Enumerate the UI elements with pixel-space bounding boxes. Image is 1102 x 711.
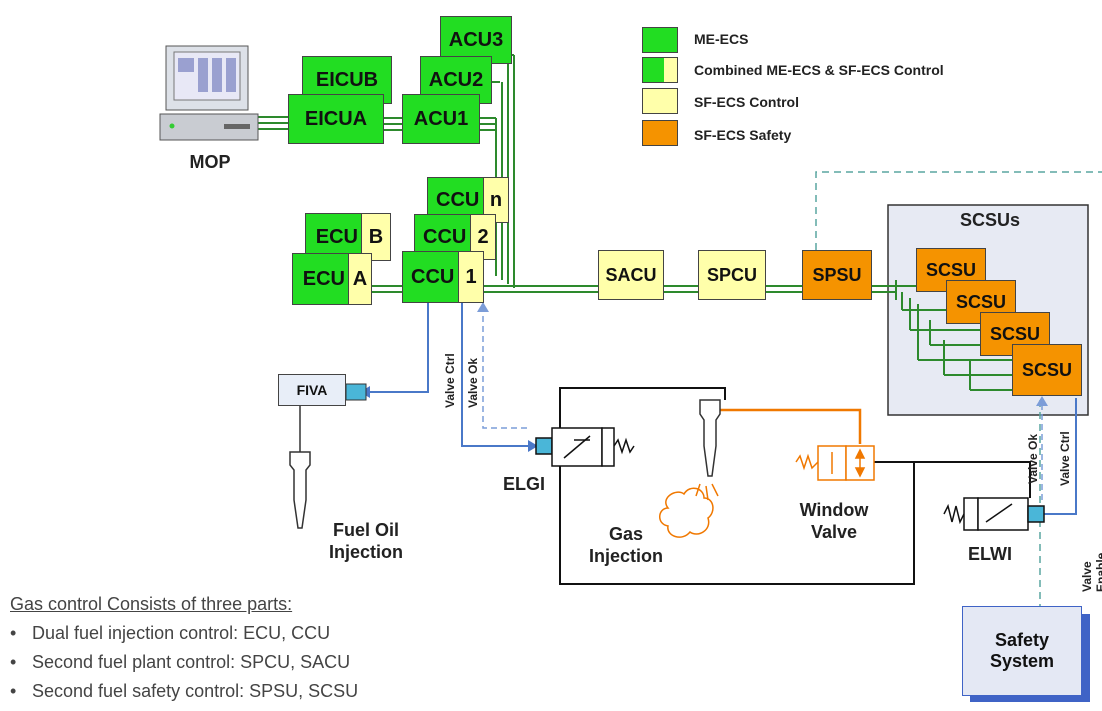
valve-enable-line1: Valve (1080, 561, 1094, 592)
notes-item: Second fuel safety control: SPSU, SCSU (10, 681, 358, 702)
safety-system-box: Safety System (962, 606, 1082, 696)
fuel-oil-line1: Fuel Oil (332, 520, 399, 540)
ecu-a-suffix: A (348, 253, 372, 305)
fiva-box: FIVA (278, 374, 346, 406)
ccu1-suffix: 1 (458, 251, 484, 303)
valve-ok-left: Valve Ok (466, 357, 480, 408)
valve-enable-line2: Enable (1094, 552, 1102, 592)
spcu-box: SPCU (698, 250, 766, 300)
legend-swatch-sf-ecs-control (642, 88, 678, 114)
acu3-box: ACU3 (440, 16, 512, 64)
ccu2-label: CCU (423, 225, 467, 248)
elwi-label: ELWI (968, 544, 1012, 564)
valve-ctrl-left: Valve Ctrl (443, 353, 457, 408)
ccun-label: CCU (436, 188, 480, 211)
window-line2: Valve (810, 521, 858, 542)
notes-block: Gas control Consists of three parts: Dua… (10, 594, 358, 710)
safety-system-line2: System (989, 651, 1055, 671)
gas-injection-label: Gas Injection (576, 524, 676, 567)
scsus-title: SCSUs (959, 210, 1021, 230)
valve-enable-label: Valve Enable (1080, 553, 1102, 592)
eicua-box: EICUA (288, 94, 384, 144)
valve-ok-right: Valve Ok (1026, 433, 1040, 484)
fuel-oil-label: Fuel Oil Injection (318, 520, 414, 563)
ccu1-label: CCU (411, 265, 455, 288)
window-line1: Window (799, 500, 869, 520)
scsu-box-4: SCSU (1012, 344, 1082, 396)
legend-swatch-me-ecs (642, 27, 678, 53)
legend-label-sf-ecs-safety: SF-ECS Safety (694, 127, 792, 143)
mop-computer-icon (159, 45, 259, 141)
acu1-box: ACU1 (402, 94, 480, 144)
elgi-label: ELGI (502, 474, 545, 494)
legend-label-me-ecs: ME-ECS (694, 31, 749, 47)
notes-item: Second fuel plant control: SPCU, SACU (10, 652, 358, 673)
sacu-box: SACU (598, 250, 664, 300)
valve-ctrl-right: Valve Ctrl (1058, 431, 1072, 486)
spsu-box: SPSU (802, 250, 872, 300)
window-valve-label: Window Valve (784, 500, 884, 543)
legend-label-sf-ecs-control: SF-ECS Control (694, 94, 799, 110)
fuel-oil-line2: Injection (328, 541, 403, 562)
safety-system-line1: Safety (994, 630, 1050, 650)
mop-label: MOP (189, 152, 231, 172)
gas-line1: Gas (608, 524, 644, 544)
legend-swatch-combined (642, 57, 678, 83)
legend-swatch-sf-ecs-safety (642, 120, 678, 146)
ecu-b-label: ECU (315, 225, 358, 248)
legend-label-combined: Combined ME-ECS & SF-ECS Control (694, 62, 944, 78)
ecu-a-label: ECU (302, 267, 345, 290)
gas-line2: Injection (588, 545, 663, 566)
notes-item: Dual fuel injection control: ECU, CCU (10, 623, 358, 644)
notes-heading: Gas control Consists of three parts: (10, 594, 293, 614)
